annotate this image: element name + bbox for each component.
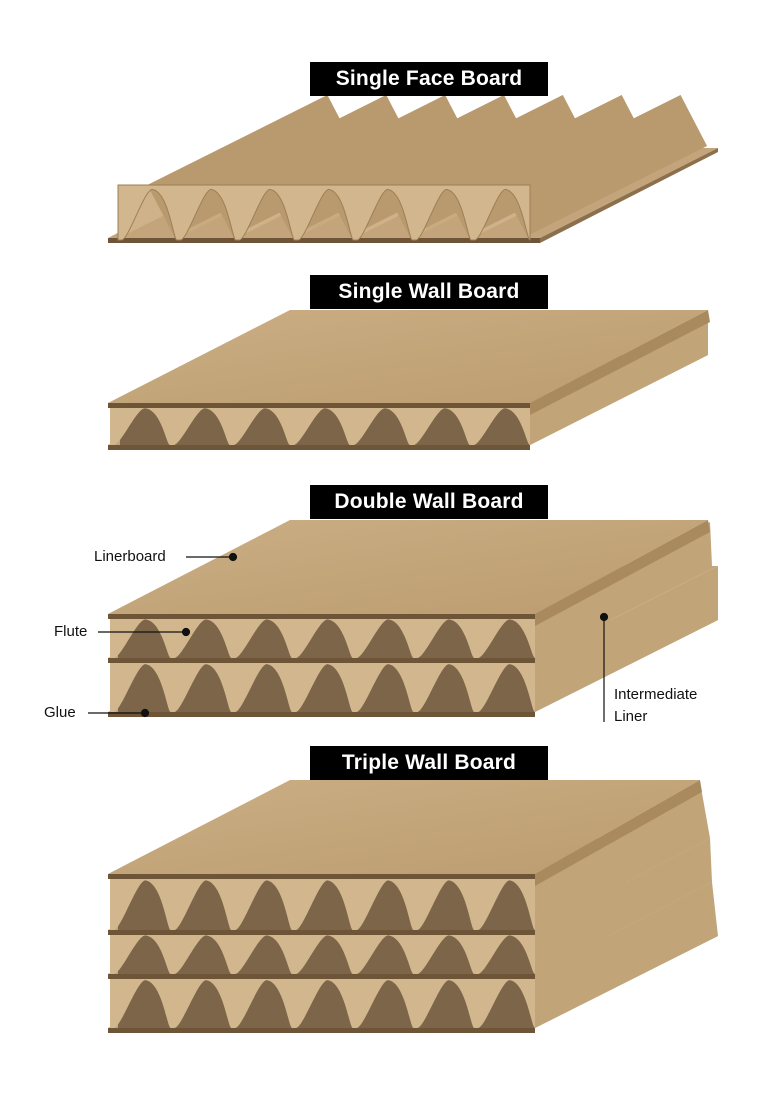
top-liner	[108, 520, 708, 614]
flute-front-profile	[110, 405, 530, 445]
callout-flute: Flute	[54, 623, 88, 640]
top-liner-edge	[108, 614, 535, 619]
flute-1-side	[535, 782, 710, 930]
flute-3-side	[535, 882, 718, 1028]
intermediate-liner-edge	[108, 658, 535, 663]
callout-intermediate-liner-line1: Intermediate	[614, 686, 698, 703]
upper-flute-profile	[110, 616, 535, 658]
title-triple-wall-board: Triple Wall Board	[310, 746, 548, 780]
flute-3-profile	[110, 976, 535, 1028]
liner-3-edge	[108, 974, 535, 979]
title-single-face-board: Single Face Board	[310, 62, 548, 96]
glue-dot	[140, 708, 150, 718]
callout-lines	[88, 552, 609, 722]
flute-dot	[181, 627, 191, 637]
upper-flute-side	[535, 522, 712, 658]
bottom-liner-edge	[108, 1028, 535, 1033]
flute-front-profile	[117, 184, 531, 241]
top-liner	[108, 780, 700, 874]
title-double-wall-board: Double Wall Board	[310, 485, 548, 519]
title-single-wall-board: Single Wall Board	[310, 275, 548, 309]
liner-2-edge	[108, 930, 535, 935]
callout-linerboard: Linerboard	[94, 548, 166, 565]
flute-2-side	[535, 838, 712, 974]
top-liner-edge	[108, 403, 530, 408]
top-liner-edge	[108, 874, 535, 879]
flute-2-profile	[110, 932, 535, 974]
triple-wall-board	[108, 780, 718, 1033]
double-wall-board	[108, 520, 718, 717]
single-wall-board	[108, 310, 710, 450]
linerboard-dot	[228, 552, 238, 562]
lower-flute-profile	[110, 660, 535, 712]
base-liner-side	[540, 148, 718, 243]
intermediate-liner-dot	[599, 612, 609, 622]
top-liner-side	[535, 780, 702, 886]
single-face-board	[108, 95, 718, 243]
top-liner-side	[535, 520, 710, 626]
lower-flute-side	[535, 566, 718, 712]
callout-intermediate-liner-line2: Liner	[614, 708, 648, 725]
bottom-liner-edge	[108, 712, 535, 717]
top-liner	[108, 310, 708, 403]
callout-glue: Glue	[44, 704, 76, 721]
bottom-liner-edge	[108, 445, 530, 450]
base-liner-edge	[108, 238, 540, 243]
flute-1-profile	[110, 876, 535, 930]
top-liner-side	[530, 310, 710, 415]
